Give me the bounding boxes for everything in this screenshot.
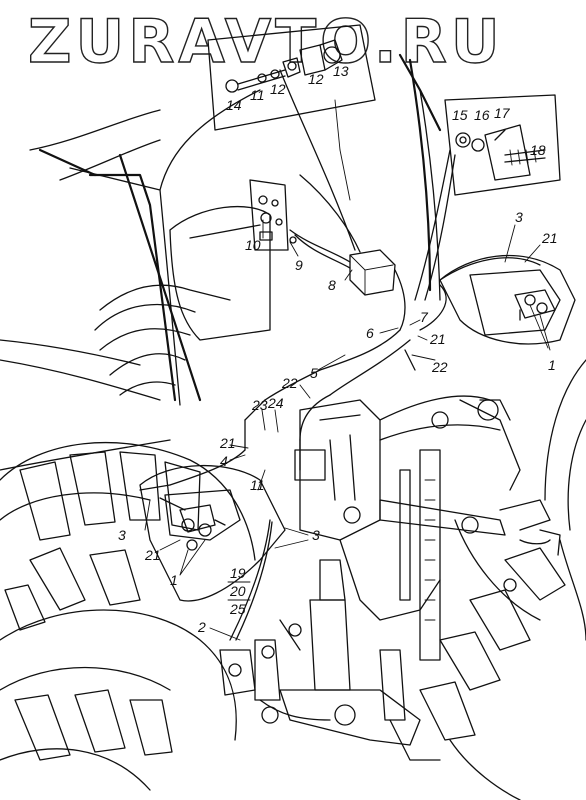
callout-11-main: 11 — [250, 477, 265, 493]
watermark-text: ZURAVTO.RU — [28, 7, 504, 77]
fraction-top: 19 — [230, 565, 246, 581]
fraction-bottom: 25 — [229, 601, 246, 617]
lower-links-pto — [219, 559, 441, 761]
callout-9: 9 — [295, 257, 303, 273]
inset-top-callouts: 14 11 12 12 13 — [226, 63, 349, 113]
callout-4: 4 — [220, 453, 228, 469]
callout-3-center: 3 — [312, 527, 320, 543]
callout-21-right-mid: 21 — [429, 331, 446, 347]
callout-12-upper: 12 — [308, 71, 324, 87]
callout-22-right: 22 — [431, 359, 448, 375]
callout-21-left-top: 21 — [219, 435, 236, 451]
fraction-middle: 20 — [229, 583, 246, 599]
callout-22-left: 22 — [281, 375, 298, 391]
control-panel — [249, 179, 297, 251]
callout-23: 23 — [251, 397, 268, 413]
callout-10: 10 — [245, 237, 261, 253]
callout-16: 16 — [474, 107, 490, 123]
wiring-harness — [139, 69, 541, 641]
callout-1-right: 1 — [548, 357, 556, 373]
rear-tyre-right — [419, 359, 586, 800]
callout-17: 17 — [494, 105, 511, 121]
callout-2: 2 — [197, 619, 206, 635]
callout-21-left-bottom: 21 — [144, 547, 161, 563]
callout-6: 6 — [366, 325, 374, 341]
left-fender-lamp — [139, 464, 286, 602]
rear-axle-housing — [294, 395, 561, 661]
callout-24: 24 — [267, 395, 284, 411]
callout-21-right-top: 21 — [541, 230, 558, 246]
inset-bolt-assembly — [207, 24, 376, 201]
callout-13: 13 — [333, 63, 349, 79]
callout-3-left: 3 — [118, 527, 126, 543]
relay-unit-8 — [349, 249, 396, 296]
callout-5: 5 — [310, 365, 318, 381]
reference-fraction: 19 20 25 — [227, 565, 251, 617]
operator-seat — [94, 205, 271, 396]
callout-11-inset: 11 — [250, 87, 265, 103]
main-callouts: 10 9 8 3 21 7 6 21 1 5 22 22 23 24 21 4 … — [118, 209, 558, 635]
inset-bracket-assembly — [444, 94, 561, 196]
callout-7: 7 — [420, 309, 429, 325]
callout-15: 15 — [452, 107, 468, 123]
inset-right-callouts: 15 16 17 18 — [452, 105, 546, 158]
callout-1-left: 1 — [170, 572, 178, 588]
rear-tyre-left — [0, 441, 256, 791]
callout-12-lower: 12 — [270, 81, 286, 97]
callout-8: 8 — [328, 277, 336, 293]
cab-frame — [0, 53, 442, 471]
callout-14: 14 — [226, 97, 242, 113]
right-fender-lamp — [439, 254, 576, 345]
callout-3-right: 3 — [515, 209, 523, 225]
leader-lines — [144, 219, 551, 641]
callout-18: 18 — [530, 142, 546, 158]
